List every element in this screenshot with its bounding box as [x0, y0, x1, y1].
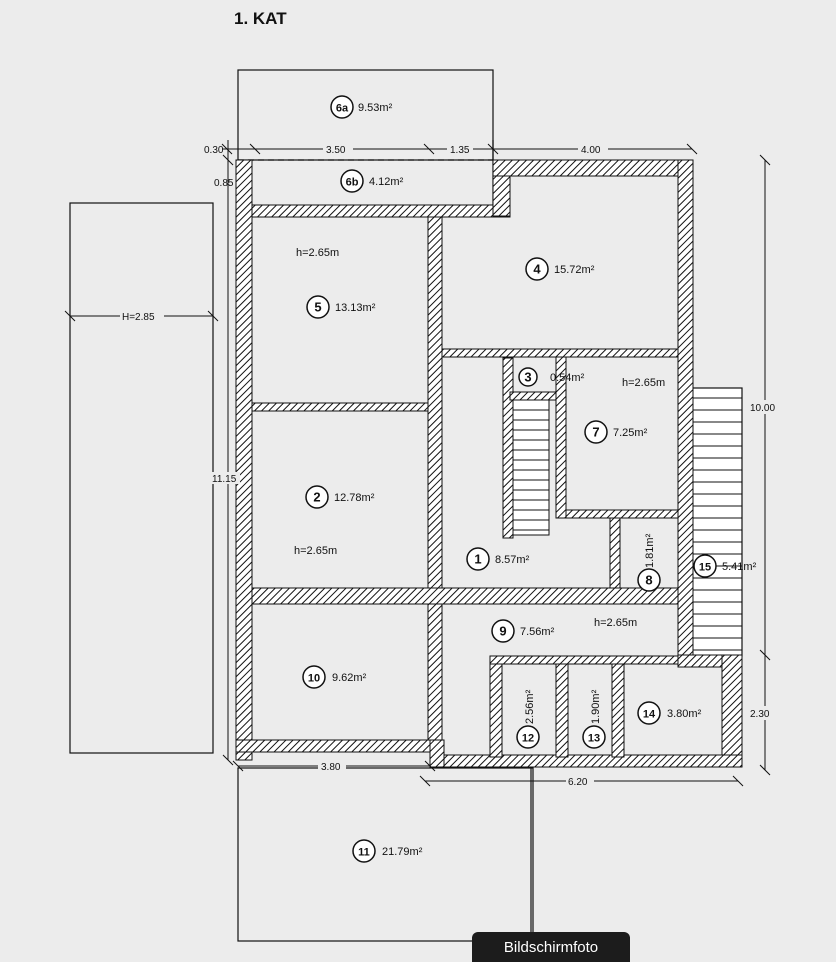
room-number-circle [693, 554, 717, 578]
room-area: 7.56m² [520, 626, 555, 638]
room-10: 10 9.62m² [302, 665, 367, 689]
walls [235, 159, 743, 768]
room-1: 1 8.57m² [466, 547, 530, 571]
dim-6-20: 6.20 [568, 777, 588, 788]
room-number: 7 [592, 425, 599, 440]
room-3: 3 0.54m² [518, 367, 585, 387]
dim-10-00: 10.00 [750, 403, 775, 414]
room-area: 4.12m² [369, 176, 404, 188]
dimension-lines [64, 140, 771, 787]
room-2: 2 12.78m² h=2.65m [294, 485, 375, 557]
room-height: h=2.65m [294, 545, 337, 557]
room-area: 8.57m² [495, 554, 530, 566]
room-number-circle [466, 547, 490, 571]
room-8: 8 1.81m² [637, 533, 661, 592]
room-area: 1.81m² [644, 533, 656, 568]
outer-stair [689, 387, 743, 657]
room-height: h=2.65m [296, 247, 339, 259]
dim-4-00: 4.00 [581, 145, 601, 156]
room-number: 5 [314, 300, 321, 315]
room-number: 11 [358, 847, 370, 859]
room-number: 13 [588, 733, 600, 745]
room-area: 15.72m² [554, 264, 595, 276]
room-number-circle [637, 701, 661, 725]
room-12: 12 2.56m² [516, 689, 540, 749]
dimension-labels: 0.30 3.50 1.35 4.00 0.85 11.15 H=2.85 10… [120, 143, 780, 788]
dim-0-85: 0.85 [214, 178, 234, 189]
room-number-circle [516, 725, 540, 749]
room-number: 8 [645, 573, 652, 588]
room-number: 2 [313, 490, 320, 505]
balcony-6a-outline [237, 69, 494, 161]
room-area: 21.79m² [382, 846, 423, 858]
room-number: 1 [474, 552, 481, 567]
room-number: 12 [522, 733, 534, 745]
dim-3-80: 3.80 [321, 762, 341, 773]
room-15: 15 5.41m² [693, 554, 757, 578]
room-number: 10 [308, 673, 320, 685]
outer-stair-steps [690, 397, 742, 651]
room-number-circle [305, 485, 329, 509]
room-number-circle [330, 95, 354, 119]
inner-stair-steps [513, 409, 549, 531]
dim-3-50: 3.50 [326, 145, 346, 156]
room-4: 4 15.72m² [525, 257, 595, 281]
room-area: 9.62m² [332, 672, 367, 684]
screenshot-badge: Bildschirmfoto [472, 932, 630, 962]
room-number-circle [302, 665, 326, 689]
room-labels: 6a 9.53m² 6b 4.12m² 5 13.13m² h=2.65m 4 15.72m² 3… [294, 95, 757, 863]
room-area: 2.56m² [524, 689, 536, 724]
room-height: h=2.65m [622, 377, 665, 389]
dim-0-30: 0.30 [204, 145, 224, 156]
left-terrace-outline [69, 202, 214, 754]
dim-1-35: 1.35 [450, 145, 470, 156]
room-number-circle [637, 568, 661, 592]
room-9: 9 7.56m² h=2.65m [491, 617, 637, 643]
room-6b: 6b 4.12m² [340, 169, 404, 193]
room-area: 1.90m² [590, 689, 602, 724]
dim-h-2-85: H=2.85 [122, 312, 155, 323]
room-number-circle [340, 169, 364, 193]
room-number: 6b [346, 177, 359, 189]
dim-11-15: 11.15 [212, 474, 237, 485]
room-number: 15 [699, 562, 711, 574]
bottom-terrace-outline [237, 767, 534, 942]
plan-title: 1. KAT [234, 9, 287, 28]
room-height: h=2.65m [594, 617, 637, 629]
room-number-circle [525, 257, 549, 281]
room-7: 7 7.25m² h=2.65m [584, 377, 665, 444]
room-14: 14 3.80m² [637, 701, 702, 725]
room-number: 9 [499, 624, 506, 639]
room-area: 3.80m² [667, 708, 702, 720]
room-11: 11 21.79m² [352, 839, 423, 863]
room-number-circle [491, 619, 515, 643]
room-number-circle [582, 725, 606, 749]
room-number-circle [352, 839, 376, 863]
room-6a: 6a 9.53m² [330, 95, 393, 119]
room-number-circle [584, 420, 608, 444]
room-number: 3 [524, 370, 531, 385]
room-area: 13.13m² [335, 302, 376, 314]
room-5: 5 13.13m² h=2.65m [296, 247, 376, 319]
dim-2-30: 2.30 [750, 709, 770, 720]
room-area: 12.78m² [334, 492, 375, 504]
room-13: 13 1.90m² [582, 689, 606, 749]
room-number: 14 [643, 709, 656, 721]
room-area: 7.25m² [613, 427, 648, 439]
room-area: 5.41m² [722, 561, 757, 573]
room-number-circle [306, 295, 330, 319]
room-number: 6a [336, 103, 349, 115]
room-area: 0.54m² [550, 372, 585, 384]
room-area: 9.53m² [358, 102, 393, 114]
room-number: 4 [533, 262, 541, 277]
room-number-circle [518, 367, 538, 387]
inner-stair [512, 399, 550, 536]
